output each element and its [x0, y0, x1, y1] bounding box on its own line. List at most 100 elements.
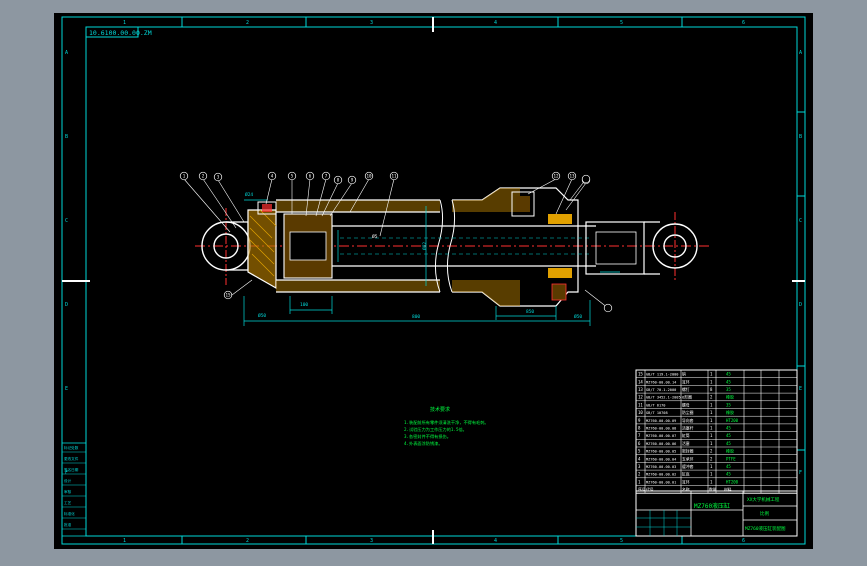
- leader-line: [584, 289, 609, 309]
- balloon-label: 2: [202, 174, 205, 179]
- rod-end-inner: [595, 231, 637, 265]
- guide-sleeve-top: [548, 214, 572, 224]
- rev-row-label: 标记处数: [64, 445, 79, 450]
- balloon: [603, 303, 613, 313]
- bom-code: MZ760-00.00.03: [646, 465, 676, 469]
- bom-qty: 1: [710, 426, 713, 431]
- bom-name: 螺钉: [682, 387, 690, 392]
- bom-name: 缓冲套: [682, 464, 694, 469]
- dimension-lines: [243, 199, 620, 326]
- bom-material: HT200: [726, 418, 739, 423]
- base-cap-hatch: [248, 210, 276, 288]
- zone-number: 5: [620, 20, 623, 26]
- bom-material: 45: [726, 426, 731, 431]
- bom-qty: 1: [710, 402, 713, 407]
- bom-name: 支承环: [682, 456, 694, 461]
- bom-code: MZ760-00.00.01: [646, 480, 676, 484]
- tube-wall-top: [276, 200, 440, 212]
- balloon: [305, 171, 315, 181]
- leader-line: [315, 178, 327, 217]
- bom-material: 35: [726, 387, 731, 392]
- bom-code: MZ760-00.00.02: [646, 473, 676, 477]
- balloon-label: 12: [553, 174, 559, 179]
- dim-left-bottom: Ø50: [258, 312, 266, 319]
- bom-no: 8: [638, 426, 641, 431]
- dim-total-len: 800: [412, 314, 420, 320]
- bom-code: MZ760-00.00.08: [646, 427, 676, 431]
- bom-no: 5: [638, 449, 641, 454]
- leader-line: [217, 179, 245, 223]
- zone-letter: B: [65, 134, 68, 140]
- title-main: MZ760液压缸: [694, 502, 730, 510]
- bom-no: 12: [638, 395, 643, 400]
- zone-letter: A: [65, 50, 68, 56]
- balloon: [287, 171, 297, 181]
- tube-right-hatch-top: [452, 188, 520, 212]
- zone-number: 3: [370, 538, 373, 544]
- note-line: 4.外表面涂防锈漆。: [404, 440, 443, 447]
- dim-piston-len: 100: [300, 302, 308, 308]
- bom-code: GB/T 119.1-2000: [646, 373, 678, 377]
- zone-number: 2: [246, 20, 249, 26]
- balloon-label: 10: [366, 174, 372, 179]
- balloon-label: 5: [291, 174, 294, 179]
- balloon: [321, 171, 331, 181]
- bom-no: 4: [638, 456, 641, 461]
- zone-letter: A: [799, 50, 802, 56]
- leader-line: [265, 178, 273, 205]
- balloon-label: 1: [183, 174, 186, 179]
- bom-name: 耳环: [682, 379, 690, 384]
- left-eye-bore: [213, 233, 239, 259]
- bom-header-cell: 名称: [682, 487, 690, 492]
- bom-no: 11: [638, 402, 643, 407]
- rod-end-neck: [644, 221, 660, 275]
- notes-title: 技术要求: [430, 406, 450, 413]
- bom-no: 13: [638, 387, 643, 392]
- leader-line: [569, 178, 587, 201]
- bom-no: 3: [638, 464, 641, 469]
- zone-ticks: [181, 17, 805, 544]
- balloon: [213, 172, 223, 182]
- bom-qty: 2: [710, 449, 713, 454]
- balloon: [389, 171, 399, 181]
- bom-code: GB/T 70.1-2000: [646, 388, 676, 392]
- balloon-label: 3: [217, 175, 220, 180]
- bom-code: MZ760-00.00.04: [646, 457, 676, 461]
- zone-number: 4: [494, 20, 497, 26]
- bom-qty: 1: [710, 433, 713, 438]
- piston-bore: [289, 231, 327, 261]
- base-hatch-lines: [249, 209, 277, 277]
- note-line: 3.各密封件不得有损伤。: [404, 433, 451, 440]
- bom-material: 45: [726, 379, 731, 384]
- title-block[interactable]: MZ760液压缸 XX大学机械工程 比例 MZ760液压缸装配图: [635, 490, 798, 537]
- bom-material: 橡胶: [726, 448, 734, 454]
- part-balloons: 123456789101112131415: [179, 171, 613, 313]
- bom-qty: 2: [710, 395, 713, 400]
- leader-line: [527, 178, 557, 195]
- zone-number: 6: [742, 20, 745, 26]
- zone-letter: F: [799, 470, 802, 476]
- bom-no: 15: [638, 372, 643, 377]
- bom-name: 销: [682, 372, 686, 377]
- bom-no: 1: [638, 479, 641, 484]
